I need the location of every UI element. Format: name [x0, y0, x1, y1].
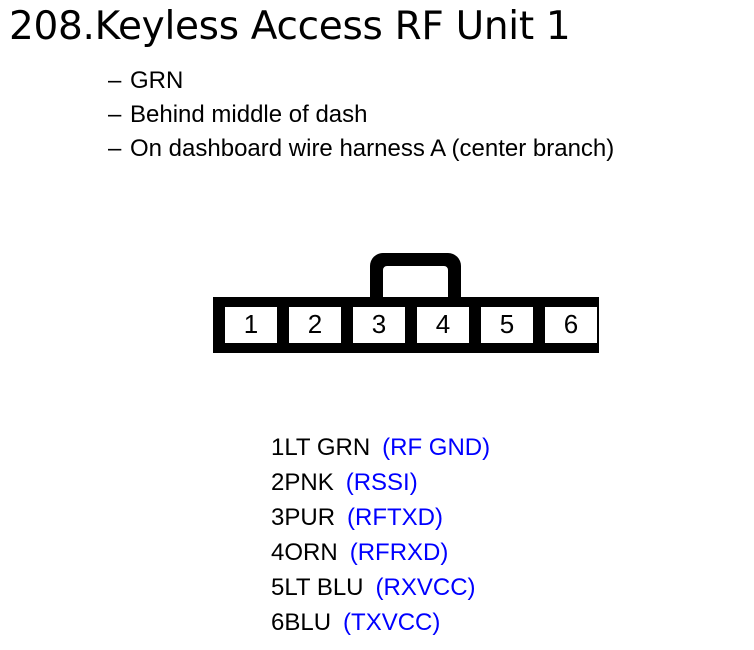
pin-wire-color-label: ORN: [284, 539, 338, 566]
pin-signal-label: (RSSI): [345, 469, 418, 496]
page-title: 208.Keyless Access RF Unit 1: [9, 4, 571, 49]
pin-wire-color-label: PUR: [284, 504, 336, 531]
pin-number-label: 2: [271, 469, 285, 496]
list-item-label: On dashboard wire harness A (center bran…: [130, 135, 615, 162]
dash-bullet-icon: –: [108, 135, 122, 162]
dash-bullet-icon: –: [108, 67, 122, 94]
pin-wire-color-label: LT BLU: [284, 574, 364, 601]
pin-number-label: 6: [564, 309, 578, 339]
list-item: –GRN: [108, 64, 614, 98]
connector-pin-6: 6: [543, 305, 599, 345]
connector-pin-4: 4: [415, 305, 471, 345]
pin-assignment-row: 3PUR (RFTXD): [271, 500, 490, 535]
pin-signal-label: (TXVCC): [343, 609, 441, 636]
dash-bullet-icon: –: [108, 101, 122, 128]
connector-pin-3: 3: [351, 305, 407, 345]
list-item-label: Behind middle of dash: [130, 101, 368, 128]
pin-number-label: 5: [500, 309, 514, 339]
pin-signal-label: (RXVCC): [375, 574, 476, 601]
pin-number-label: 4: [436, 309, 450, 339]
notes-list: –GRN –Behind middle of dash –On dashboar…: [108, 64, 614, 166]
pin-number-label: 4: [271, 539, 285, 566]
list-item: –On dashboard wire harness A (center bra…: [108, 132, 614, 166]
pin-wire-color-label: BLU: [284, 609, 332, 636]
pin-assignment-row: 6BLU (TXVCC): [271, 605, 490, 640]
pin-number-label: 2: [308, 309, 322, 339]
pin-signal-label: (RFRXD): [349, 539, 449, 566]
pin-assignment-row: 1LT GRN (RF GND): [271, 430, 490, 465]
pin-number-label: 1: [271, 434, 285, 461]
pin-wire-color-label: LT GRN: [284, 434, 371, 461]
connector-pin-1: 1: [223, 305, 279, 345]
connector-svg: 1 2 3 4 5 6: [213, 253, 599, 353]
pin-assignment-row: 2PNK (RSSI): [271, 465, 490, 500]
pin-assignment-list: 1LT GRN (RF GND) 2PNK (RSSI) 3PUR (RFTXD) 4…: [271, 430, 490, 640]
pin-number-label: 3: [271, 504, 285, 531]
pin-wire-color-label: PNK: [284, 469, 334, 496]
connector-latch-icon: [370, 253, 461, 303]
connector-diagram: 1 2 3 4 5 6: [205, 245, 607, 363]
connector-pin-5: 5: [479, 305, 535, 345]
pin-number-label: 5: [271, 574, 285, 601]
pin-number-label: 6: [271, 609, 285, 636]
connector-pin-2: 2: [287, 305, 343, 345]
pin-number-label: 1: [244, 309, 258, 339]
list-item: –Behind middle of dash: [108, 98, 614, 132]
pin-assignment-row: 4ORN (RFRXD): [271, 535, 490, 570]
pin-number-label: 3: [372, 309, 386, 339]
pin-signal-label: (RF GND): [382, 434, 491, 461]
pin-assignment-row: 5LT BLU (RXVCC): [271, 570, 490, 605]
list-item-label: GRN: [130, 67, 184, 94]
pin-signal-label: (RFTXD): [347, 504, 444, 531]
